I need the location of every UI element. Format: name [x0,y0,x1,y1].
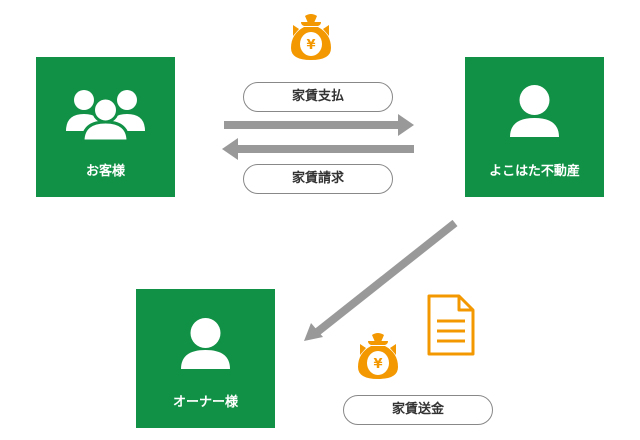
person-icon [181,318,230,369]
person-icon [510,85,559,137]
billing-arrow [222,138,414,160]
yen-symbol: ¥ [373,357,382,372]
document-icon [427,294,475,356]
remittance-arrow [304,219,458,341]
customer-label: お客様 [85,164,125,179]
owner-node: オーナー様 [136,289,275,428]
billing-label: 家賃請求 [243,164,393,194]
payment-label: 家賃支払 [243,82,393,112]
agency-label: よこはた不動産 [489,164,580,179]
payment-arrow [224,114,414,136]
yen-symbol: ¥ [306,38,315,53]
owner-label: オーナー様 [172,395,238,410]
remittance-label: 家賃送金 [343,395,493,425]
money-bag-yen-icon: ¥ [291,14,331,60]
people-group-icon [66,90,145,143]
money-bag-yen-icon: ¥ [358,333,398,379]
customer-node: お客様 [36,57,175,197]
agency-node: よこはた不動産 [465,57,604,197]
